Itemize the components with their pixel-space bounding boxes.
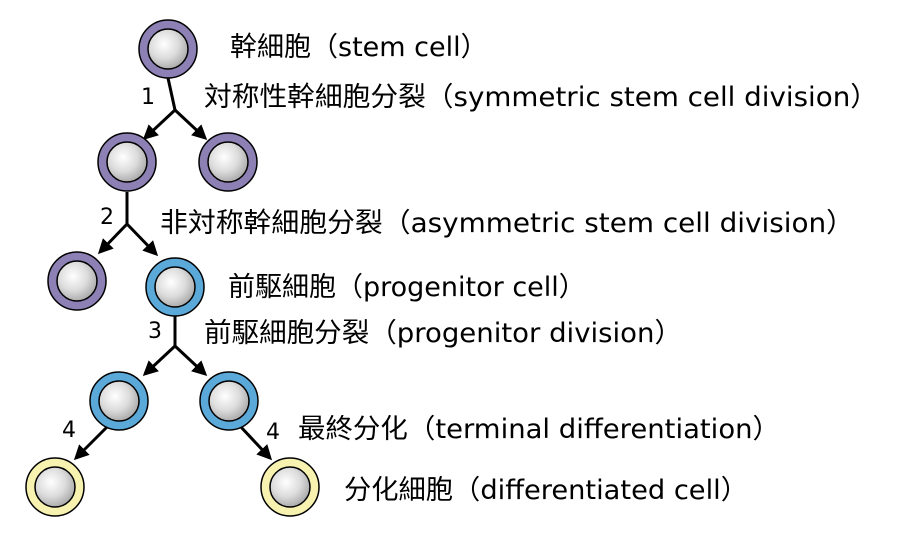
connectors <box>73 77 273 461</box>
asymmetric-division-label: 非対称幹細胞分裂（asymmetric stem cell division） <box>160 208 854 239</box>
arrow-3-left <box>142 344 177 377</box>
stem-cell-top <box>138 19 198 79</box>
step-2-number: 2 <box>100 205 114 230</box>
differentiated-cell-right <box>260 457 320 517</box>
differentiated-cell-label: 分化細胞（differentiated cell） <box>344 475 748 506</box>
terminal-differentiation-label: 最終分化（terminal differentiation） <box>298 414 780 445</box>
stem-cell-left <box>97 132 157 192</box>
arrow-3-right <box>173 344 208 377</box>
step-4-left-number: 4 <box>62 418 76 443</box>
progenitor-cell-left <box>89 371 149 431</box>
differentiated-cell-left <box>25 457 85 517</box>
stem-cell-label: 幹細胞（stem cell） <box>230 32 488 63</box>
arrow-2-right <box>125 222 159 257</box>
progenitor-cell-right <box>199 371 259 431</box>
arrow-1-left <box>142 108 177 141</box>
progenitor-division-label: 前駆細胞分裂（progenitor division） <box>204 318 682 349</box>
arrow-4-right <box>238 424 273 461</box>
step-3-number: 3 <box>148 319 162 344</box>
cells <box>25 19 320 517</box>
progenitor-cell-label: 前駆細胞（progenitor cell） <box>228 272 586 303</box>
labels: 幹細胞（stem cell） 対称性幹細胞分裂（symmetric stem c… <box>160 32 878 506</box>
symmetric-division-label: 対称性幹細胞分裂（symmetric stem cell division） <box>204 82 878 113</box>
arrow-1-right <box>173 108 208 141</box>
step-numbers: 1 2 3 4 4 <box>62 85 280 445</box>
stem-trunk-line <box>166 77 177 111</box>
arrow-4-left <box>73 424 110 461</box>
step-1-number: 1 <box>141 85 155 110</box>
arrow-2-left <box>97 222 129 255</box>
progenitor-cell <box>145 257 205 317</box>
stem-cell-daughter <box>47 251 107 311</box>
stem-cell-right <box>198 132 258 192</box>
step-4-right-number: 4 <box>266 420 280 445</box>
